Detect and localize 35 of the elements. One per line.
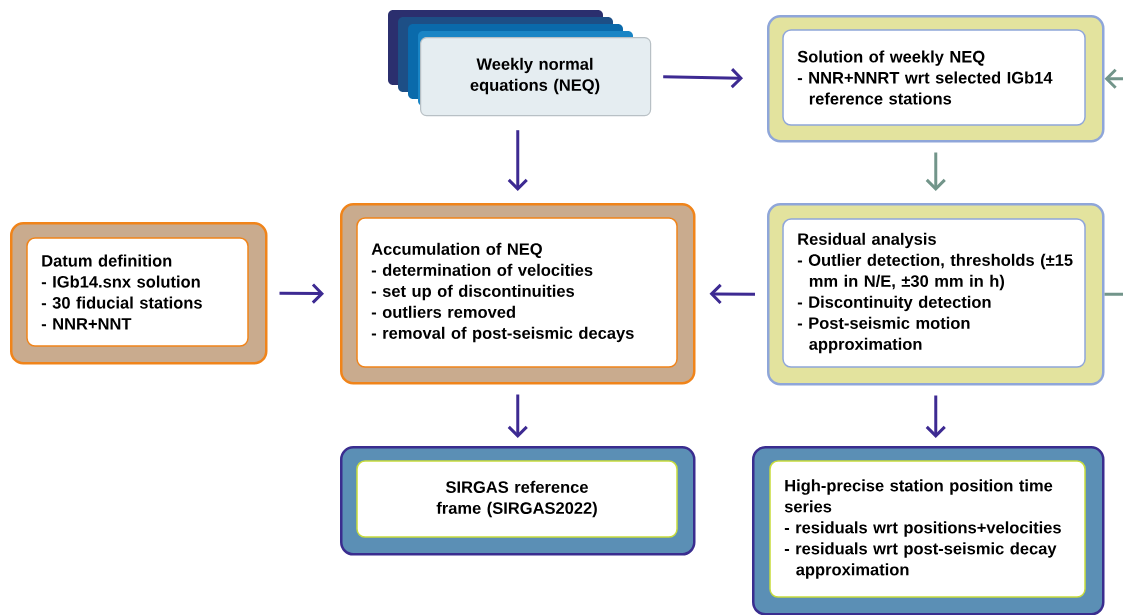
process-box [340, 446, 696, 556]
arrow [709, 283, 756, 304]
bullet-item: - determination of velocities [371, 263, 593, 276]
bullet-item: - residuals wrt positions+velocities [784, 521, 1061, 537]
box-heading: Solution of weekly NEQ [797, 50, 985, 66]
bullet-item: - Discontinuity detection [797, 295, 991, 312]
arrow [507, 130, 528, 191]
bullet-item: - residuals wrt post-seismic decay approximation [784, 542, 1057, 579]
bullet-item: - NNR+NNRT wrt selected IGb14 reference stations [797, 71, 1053, 105]
bullet-item: - 30 fiducial stations [41, 296, 202, 309]
arrow [925, 395, 946, 438]
arrow [1104, 68, 1123, 296]
box-heading: High-precise station position time series [784, 479, 1053, 513]
arrow [663, 68, 744, 89]
bullet-item: - outliers removed [371, 305, 515, 318]
box-title: SIRGAS reference frame (SIRGAS2022) [436, 480, 597, 518]
bullet-item: - removal of post-seismic decays [371, 326, 634, 343]
arrow [507, 394, 528, 438]
box-heading: Datum definition [42, 254, 172, 267]
process-box [10, 222, 268, 365]
box-title: Weekly normal equations (NEQ) [470, 57, 600, 95]
bullet-item: - Outlier detection, thresholds (±15 mm in N/E, ±30 mm in h) [797, 253, 1073, 291]
bullet-item: - set up of discontinuities [371, 284, 575, 301]
arrow [279, 283, 324, 304]
process-box [340, 203, 696, 385]
stacked-card-box [388, 10, 652, 117]
bullet-item: - NNR+NNT [41, 318, 132, 330]
bullet-item: - IGb14.snx solution [41, 275, 200, 288]
bullet-item: - Post-seismic motion approximation [797, 316, 970, 354]
process-box [767, 15, 1105, 143]
box-heading: Accumulation of NEQ [371, 242, 542, 258]
arrow [925, 152, 946, 191]
process-box [752, 446, 1105, 615]
process-box [767, 203, 1105, 386]
box-heading: Residual analysis [798, 232, 936, 249]
